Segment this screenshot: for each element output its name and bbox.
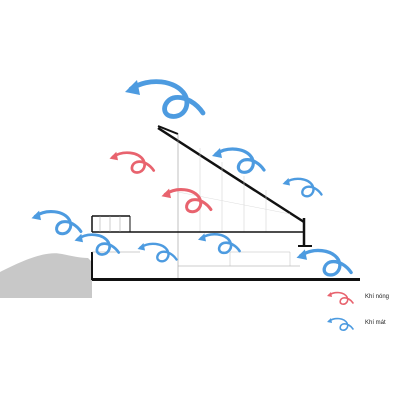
airflow-arrows [31,79,353,277]
cool-air-swirl-arrow-icon [125,79,206,119]
ground-line [92,278,360,281]
cool-air-swirl-arrow-icon [31,210,83,236]
legend-hot-air-icon [327,291,354,305]
legend-cool-air-icon [327,317,354,331]
cool-air-swirl-arrow-icon [296,248,353,277]
building-section [91,125,312,280]
hot-air-swirl-arrow-icon [109,151,156,174]
cool-air-swirl-arrow-icon [327,317,354,331]
cool-air-swirl-arrow-icon [212,147,266,174]
cool-air-swirl-arrow-icon [198,233,241,255]
legend-hot-air-label: Khí nóng [365,294,390,300]
legend [327,291,354,331]
hot-air-swirl-arrow-icon [161,188,213,214]
legend-cool-air-label: Khí mát [365,320,386,326]
ground-hill-left [0,253,92,298]
cool-air-swirl-arrow-icon [137,242,178,263]
hot-air-swirl-arrow-icon [327,291,354,305]
cool-air-swirl-arrow-icon [282,177,323,198]
cool-air-swirl-arrow-icon [74,233,121,256]
